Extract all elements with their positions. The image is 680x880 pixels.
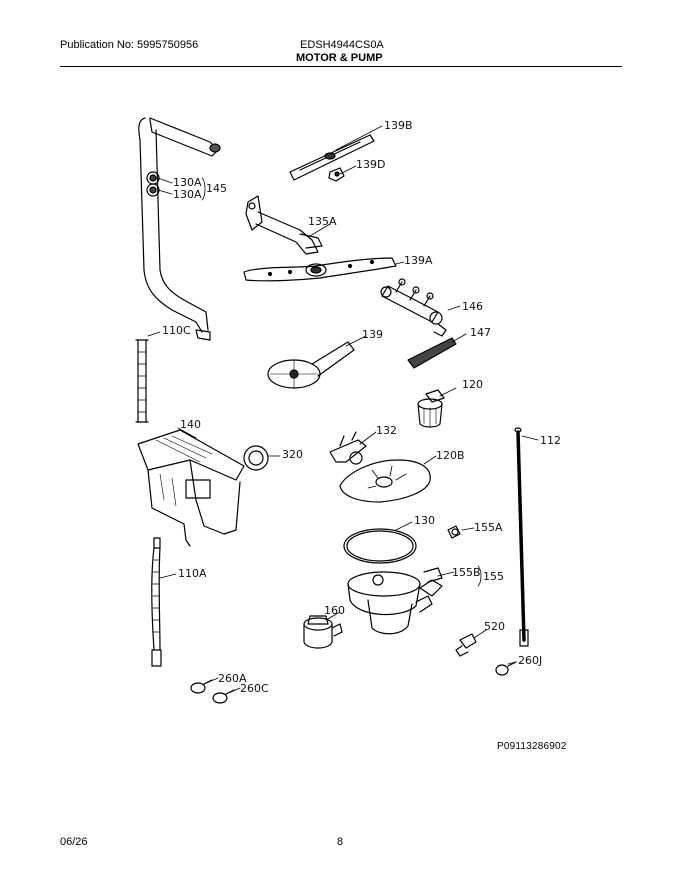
callout-labels: 139B 139D 130A 130A 145 135A 139A 146 11… [162, 119, 561, 695]
gasket-drawing [343, 528, 417, 564]
tub-bottom-drawing [137, 429, 245, 547]
diverter-drawing [380, 278, 447, 337]
publication-number: Publication No: 5995750956 [60, 39, 199, 51]
callout-147: 147 [470, 326, 491, 339]
fitting-155a-drawing [447, 525, 461, 539]
spray-manifold-drawing [245, 195, 323, 255]
drawing-id: P09113286902 [497, 741, 567, 752]
filter-plate-drawing [339, 459, 431, 503]
hose-110a-drawing [151, 537, 162, 667]
callout-260a: 260A [218, 672, 247, 685]
callout-260j: 260J [518, 654, 542, 667]
callout-139d: 139D [356, 158, 385, 171]
callout-320: 320 [282, 448, 303, 461]
callout-140: 140 [180, 418, 201, 431]
callout-155b: 155B [452, 566, 481, 579]
callout-132: 132 [376, 424, 397, 437]
callout-130: 130 [414, 514, 435, 527]
callout-110a: 110A [178, 567, 207, 580]
callout-135a: 135A [308, 215, 337, 228]
callout-260c: 260C [240, 682, 269, 695]
pump-housing-drawing [347, 567, 443, 635]
callout-139: 139 [362, 328, 383, 341]
callout-130a-upper: 130A [173, 176, 202, 189]
callout-120b: 120B [436, 449, 465, 462]
section-title: MOTOR & PUMP [296, 52, 383, 64]
drain-hose-drawing [514, 427, 529, 647]
clip-drawing [407, 337, 457, 369]
callout-145: 145 [206, 182, 227, 195]
filter-cover-drawing [267, 341, 355, 389]
lower-spray-arm-drawing [243, 257, 397, 282]
nut-drawing [328, 167, 345, 182]
callout-160: 160 [324, 604, 345, 617]
supply-tube-drawing [138, 117, 221, 341]
callout-520: 520 [484, 620, 505, 633]
seal-ring-drawing [243, 445, 269, 471]
motor-drawing [303, 615, 343, 649]
footer-date: 06/26 [60, 836, 88, 848]
callout-120: 120 [462, 378, 483, 391]
callout-130a-lower: 130A [173, 188, 202, 201]
callout-110c: 110C [162, 324, 191, 337]
bracket-drawing [329, 431, 367, 465]
callout-146: 146 [462, 300, 483, 313]
model-number: EDSH4944CS0A [300, 39, 384, 51]
hose-110c-drawing [135, 339, 149, 423]
leader-lines [147, 125, 539, 695]
callout-112: 112 [540, 434, 561, 447]
upper-spray-arm-drawing [289, 134, 375, 181]
callout-155: 155 [483, 570, 504, 583]
callout-139b: 139B [384, 119, 413, 132]
callout-139a: 139A [404, 254, 433, 267]
clamp-520-drawing [455, 633, 477, 657]
callout-155a: 155A [474, 521, 503, 534]
page-number: 8 [337, 836, 344, 848]
filter-basket-drawing [417, 389, 445, 428]
clamp-260j-drawing [495, 661, 517, 676]
header-divider [60, 66, 622, 67]
